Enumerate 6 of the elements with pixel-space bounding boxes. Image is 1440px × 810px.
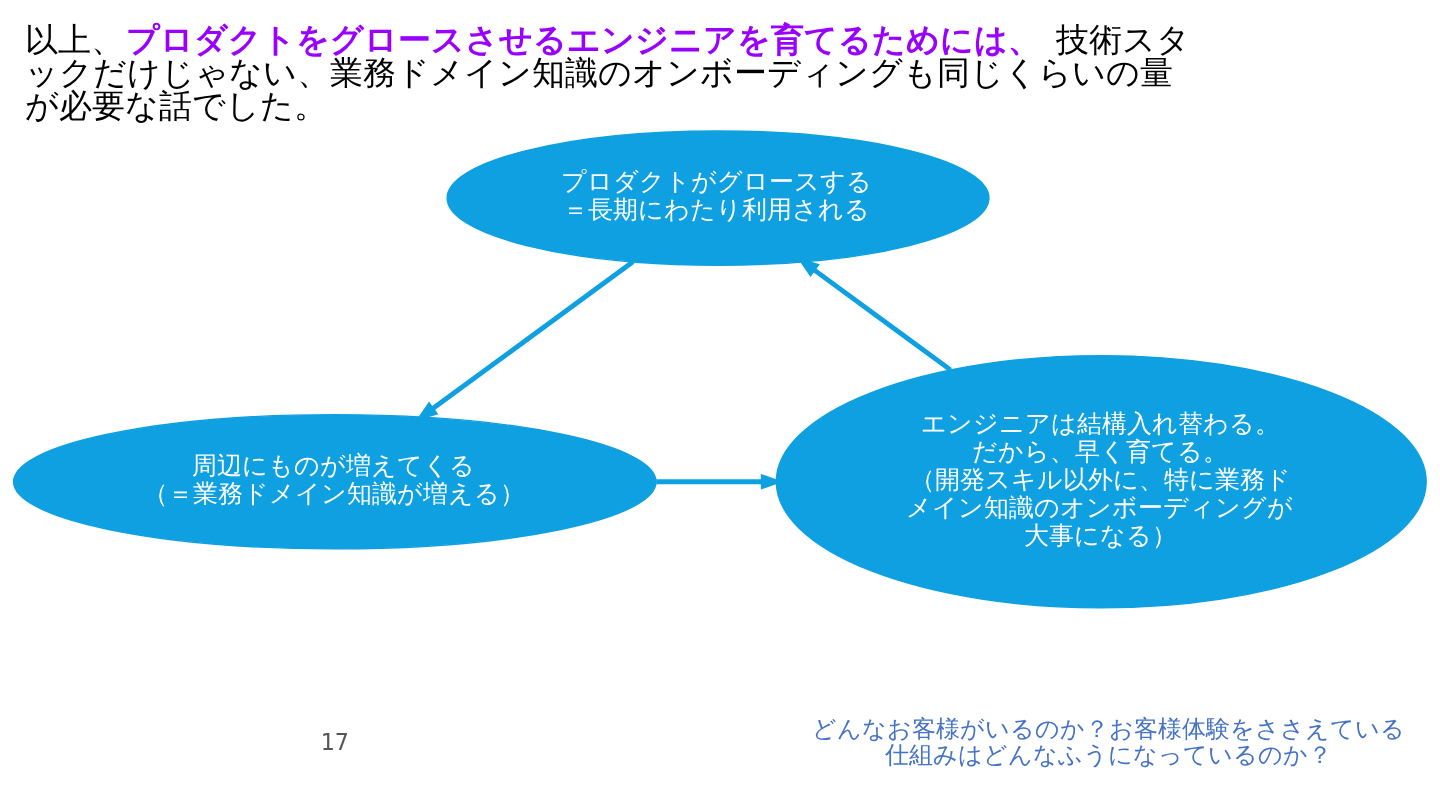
label: 17 — [320, 728, 350, 755]
label: どんなお客様がいるのか？お客様体験をささえている仕組みはどんなふうになっているのか？ — [812, 714, 1406, 770]
node-ellipse: エンジニアは結構入れ替わる。 だから、早く育てる。 （開発スキル以外に、特に業務ドメイン知識のオンボーディングが大事になる） — [775, 354, 1427, 609]
node-ellipse: プロダクトがグロースする ＝長期にわたり利用される — [446, 130, 990, 266]
diagram-title: 以上、プロダクトをグロースさせるエンジニアを育てるためには、技術スタックだけじゃない、業務ドメイン知識のオンボーディングも同じくらいの量が必要な話でした。 — [24, 19, 1190, 126]
node-ellipse: 周辺にものが増えてくる （＝業務ドメイン知識が増える） — [12, 413, 657, 550]
